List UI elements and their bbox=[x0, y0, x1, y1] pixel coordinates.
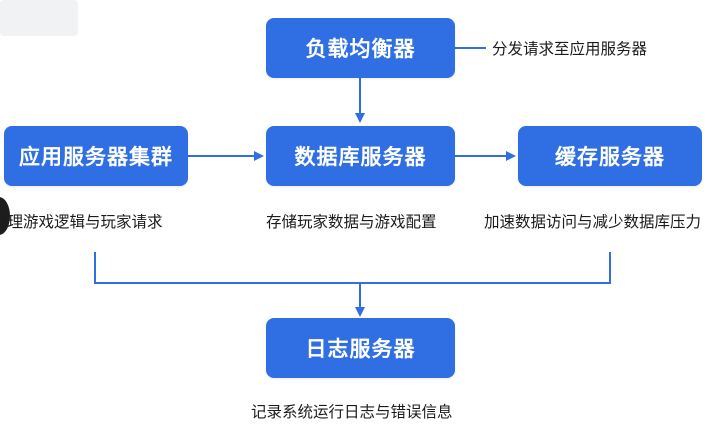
top-left-smudge bbox=[0, 0, 78, 36]
load-balancer-node: 负载均衡器 bbox=[266, 18, 455, 78]
db-server-caption: 存储玩家数据与游戏配置 bbox=[266, 213, 437, 231]
db-server-node: 数据库服务器 bbox=[266, 126, 455, 186]
edge-artifact bbox=[0, 197, 10, 235]
collector-line bbox=[94, 252, 611, 284]
load-balancer-caption: 分发请求至应用服务器 bbox=[492, 40, 648, 58]
log-server-node: 日志服务器 bbox=[266, 318, 455, 378]
app-cluster-node: 应用服务器集群 bbox=[4, 126, 188, 186]
app-cluster-caption: 处理游戏逻辑与玩家请求 bbox=[0, 213, 163, 231]
cache-server-caption: 加速数据访问与减少数据库压力 bbox=[484, 213, 702, 231]
log-server-caption: 记录系统运行日志与错误信息 bbox=[251, 403, 453, 421]
cache-server-node: 缓存服务器 bbox=[518, 126, 702, 186]
